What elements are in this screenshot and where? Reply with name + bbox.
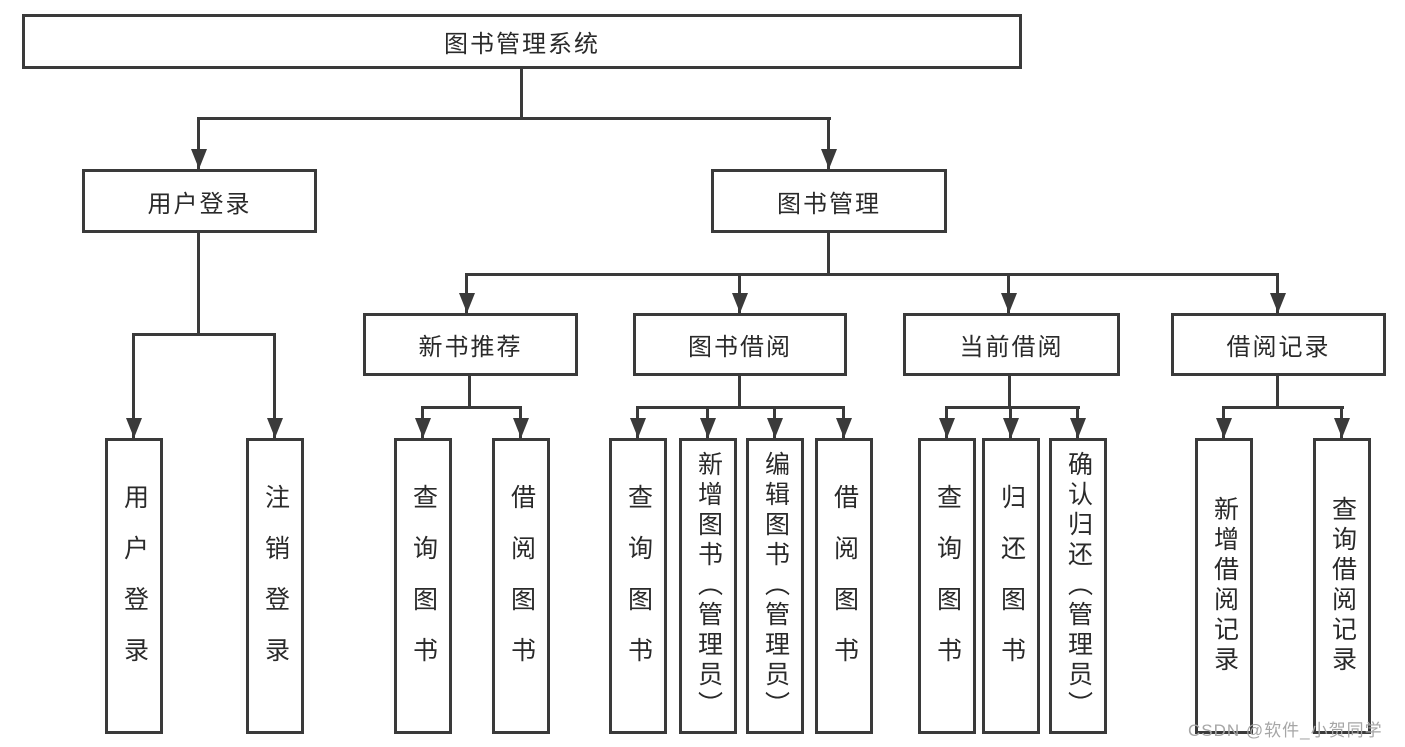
connector-arrow-query-books-3 bbox=[938, 406, 955, 438]
node-book-borrow: 图书借阅 bbox=[633, 313, 847, 376]
leaf-query-books-1: 查询图书 bbox=[394, 438, 452, 734]
connector-arrow-edit-book bbox=[766, 406, 783, 438]
connector-arrow-book-borrow bbox=[731, 273, 748, 313]
connector-root-split bbox=[197, 117, 831, 120]
connector-user-login-split bbox=[132, 333, 276, 336]
connector-arrow-leaf-logout bbox=[266, 333, 283, 438]
connector-book-mgmt-split bbox=[465, 273, 1279, 276]
leaf-user-login: 用户登录 bbox=[105, 438, 163, 734]
connector-new-books-split bbox=[421, 406, 522, 409]
node-user-login: 用户登录 bbox=[82, 169, 317, 233]
connector-arrow-new-books bbox=[458, 273, 475, 313]
leaf-return-book: 归还图书 bbox=[982, 438, 1040, 734]
connector-arrow-add-record bbox=[1215, 406, 1232, 438]
connector-book-borrow-split bbox=[636, 406, 845, 409]
leaf-query-borrow-record: 查询借阅记录 bbox=[1313, 438, 1371, 734]
connector-root-stem bbox=[520, 69, 523, 120]
leaf-add-borrow-record: 新增借阅记录 bbox=[1195, 438, 1253, 734]
leaf-add-borrow-record-label: 新增借阅记录 bbox=[1210, 496, 1239, 676]
leaf-confirm-return-admin-label: 确认归还（管理员） bbox=[1064, 451, 1093, 721]
node-new-books: 新书推荐 bbox=[363, 313, 578, 376]
node-current-borrow: 当前借阅 bbox=[903, 313, 1120, 376]
leaf-return-book-label: 归还图书 bbox=[997, 484, 1026, 688]
leaf-borrow-books-1: 借阅图书 bbox=[492, 438, 550, 734]
connector-arrow-add-book bbox=[699, 406, 716, 438]
leaf-edit-book-admin-label: 编辑图书（管理员） bbox=[761, 451, 790, 721]
node-library-system: 图书管理系统 bbox=[22, 14, 1022, 69]
connector-arrow-return-book bbox=[1002, 406, 1019, 438]
connector-arrow-query-books-1 bbox=[414, 406, 431, 438]
leaf-user-login-label: 用户登录 bbox=[120, 484, 149, 688]
connector-arrow-confirm-return bbox=[1069, 406, 1086, 438]
leaf-borrow-books-1-label: 借阅图书 bbox=[507, 484, 536, 688]
leaf-logout: 注销登录 bbox=[246, 438, 304, 734]
node-book-mgmt: 图书管理 bbox=[711, 169, 947, 233]
leaf-logout-label: 注销登录 bbox=[261, 484, 290, 688]
leaf-borrow-books-2: 借阅图书 bbox=[815, 438, 873, 734]
connector-arrow-current-borrow bbox=[1000, 273, 1017, 313]
leaf-query-books-2-label: 查询图书 bbox=[624, 484, 653, 688]
connector-user-login-stem bbox=[197, 233, 200, 336]
leaf-confirm-return-admin: 确认归还（管理员） bbox=[1049, 438, 1107, 734]
leaf-edit-book-admin: 编辑图书（管理员） bbox=[746, 438, 804, 734]
leaf-query-borrow-record-label: 查询借阅记录 bbox=[1328, 496, 1357, 676]
connector-arrow-borrow-books-1 bbox=[512, 406, 529, 438]
leaf-add-book-admin-label: 新增图书（管理员） bbox=[694, 451, 723, 721]
connector-arrow-leaf-login bbox=[125, 333, 142, 438]
connector-borrow-records-split bbox=[1222, 406, 1344, 409]
connector-current-borrow-stem bbox=[1008, 376, 1011, 409]
leaf-query-books-3-label: 查询图书 bbox=[933, 484, 962, 688]
leaf-query-books-1-label: 查询图书 bbox=[409, 484, 438, 688]
connector-arrow-borrow-records bbox=[1269, 273, 1286, 313]
watermark: CSDN @软件_小贺同学 bbox=[1188, 721, 1383, 740]
leaf-add-book-admin: 新增图书（管理员） bbox=[679, 438, 737, 734]
connector-arrow-borrow-books-2 bbox=[835, 406, 852, 438]
leaf-borrow-books-2-label: 借阅图书 bbox=[830, 484, 859, 688]
connector-arrow-query-record bbox=[1333, 406, 1350, 438]
connector-borrow-records-stem bbox=[1276, 376, 1279, 409]
connector-arrow-user-login bbox=[190, 117, 207, 169]
connector-arrow-query-books-2 bbox=[629, 406, 646, 438]
leaf-query-books-3: 查询图书 bbox=[918, 438, 976, 734]
connector-new-books-stem bbox=[468, 376, 471, 409]
connector-book-borrow-stem bbox=[738, 376, 741, 409]
node-borrow-records: 借阅记录 bbox=[1171, 313, 1386, 376]
connector-current-borrow-split bbox=[945, 406, 1080, 409]
leaf-query-books-2: 查询图书 bbox=[609, 438, 667, 734]
connector-arrow-book-mgmt bbox=[820, 117, 837, 169]
connector-book-mgmt-stem bbox=[827, 233, 830, 276]
